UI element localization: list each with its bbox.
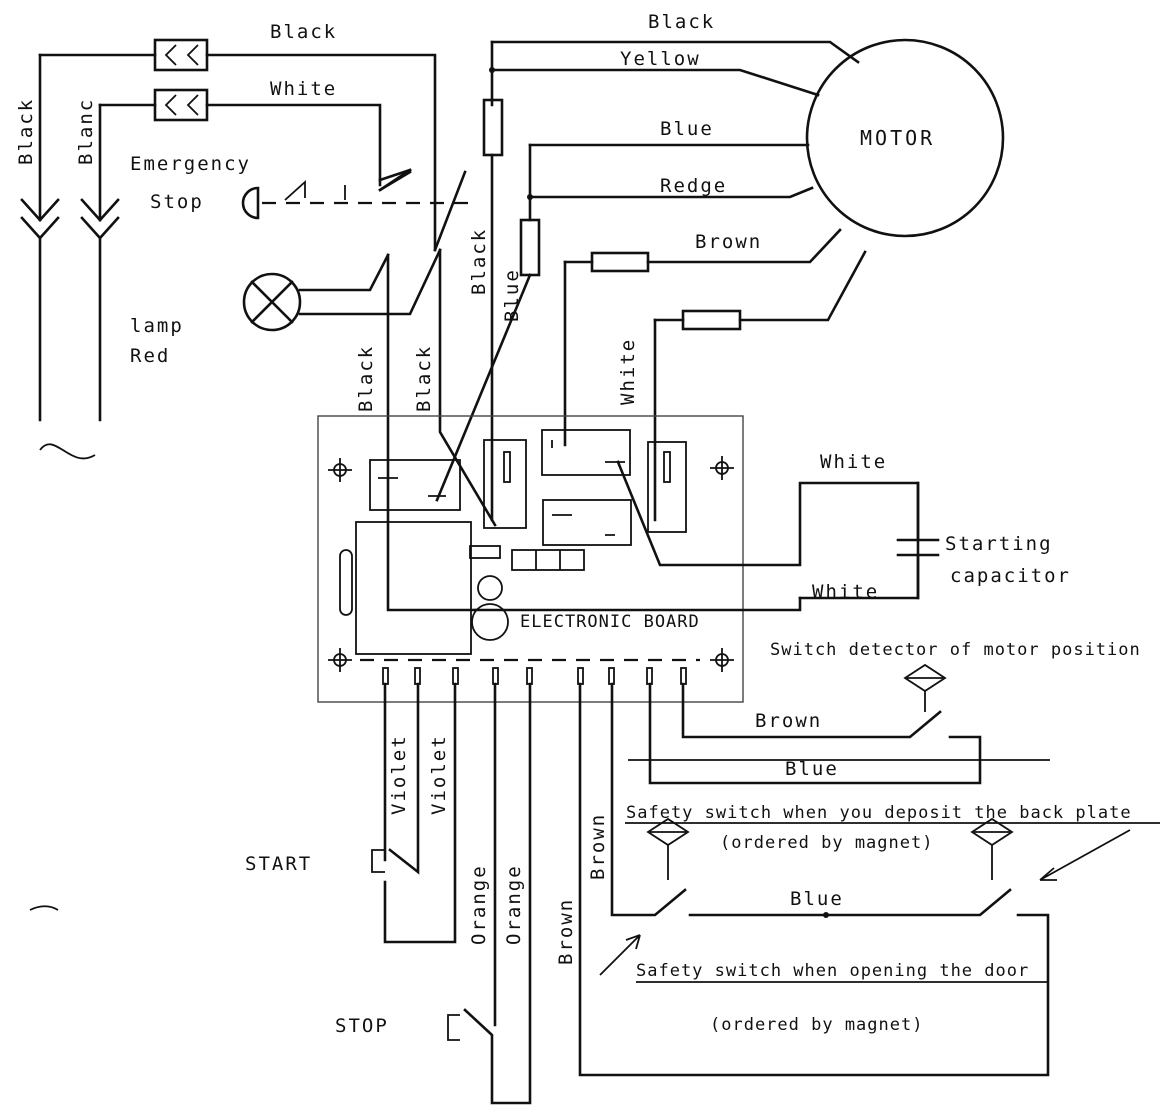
label-brown-1: Brown — [555, 898, 577, 965]
label-electronic-board: ELECTRONIC BOARD — [520, 612, 700, 632]
mark — [29, 905, 59, 911]
label-left-black: Black — [15, 98, 37, 165]
switch-motor-position — [648, 663, 982, 785]
label-safety-door: Safety switch when opening the door — [636, 961, 1029, 981]
label-black-top: Black — [270, 21, 337, 43]
label-black-v3: Black — [413, 345, 435, 412]
start-switch — [371, 682, 457, 944]
label-blue-safety: Blue — [790, 888, 844, 910]
label-switch-motor-pos: Switch detector of motor position — [770, 640, 1141, 660]
label-left-blanc: Blanc — [75, 98, 97, 165]
label-orange-2: Orange — [503, 864, 525, 945]
label-black-motor: Black — [648, 11, 715, 33]
mains-plug-white — [80, 88, 382, 422]
label-yellow: Yellow — [620, 48, 701, 70]
label-violet-1: Violet — [388, 734, 410, 815]
starting-capacitor — [896, 481, 940, 600]
label-motor: MOTOR — [860, 126, 935, 150]
emergency-stop — [241, 168, 470, 252]
label-safety-back-2: (ordered by magnet) — [720, 833, 933, 853]
label-blue-v: Blue — [501, 268, 523, 322]
motor — [805, 38, 1005, 238]
label-blue-switch: Blue — [785, 758, 839, 780]
label-blue-motor: Blue — [660, 118, 714, 140]
label-orange-1: Orange — [468, 864, 490, 945]
label-brown-2: Brown — [587, 813, 609, 880]
label-redge: Redge — [660, 175, 727, 197]
label-white-v: White — [617, 338, 639, 405]
safety-switches — [578, 682, 1160, 1077]
label-black-v: Black — [468, 228, 490, 295]
label-stop-button: STOP — [335, 1015, 389, 1037]
label-lamp: lamp — [130, 315, 184, 337]
label-white-cap-top: White — [820, 451, 887, 473]
label-white-top: White — [270, 78, 337, 100]
ac-symbol — [39, 443, 96, 460]
electronic-board — [317, 415, 920, 703]
label-violet-2: Violet — [428, 734, 450, 815]
label-starting: Starting — [945, 533, 1053, 555]
label-white-cap-bottom: White — [812, 581, 879, 603]
label-capacitor: capacitor — [950, 565, 1071, 587]
label-stop: Stop — [150, 191, 204, 213]
label-start: START — [245, 853, 312, 875]
mains-plug-black — [20, 38, 437, 422]
label-black-v2: Black — [355, 345, 377, 412]
label-safety-back: Safety switch when you deposit the back … — [626, 803, 1132, 823]
stop-switch — [447, 682, 532, 1105]
label-brown-motor: Brown — [695, 231, 762, 253]
lamp-red — [242, 248, 442, 332]
label-red: Red — [130, 345, 170, 367]
label-safety-door-2: (ordered by magnet) — [710, 1015, 923, 1035]
label-emergency: Emergency — [130, 153, 251, 175]
label-brown-switch: Brown — [755, 710, 822, 732]
